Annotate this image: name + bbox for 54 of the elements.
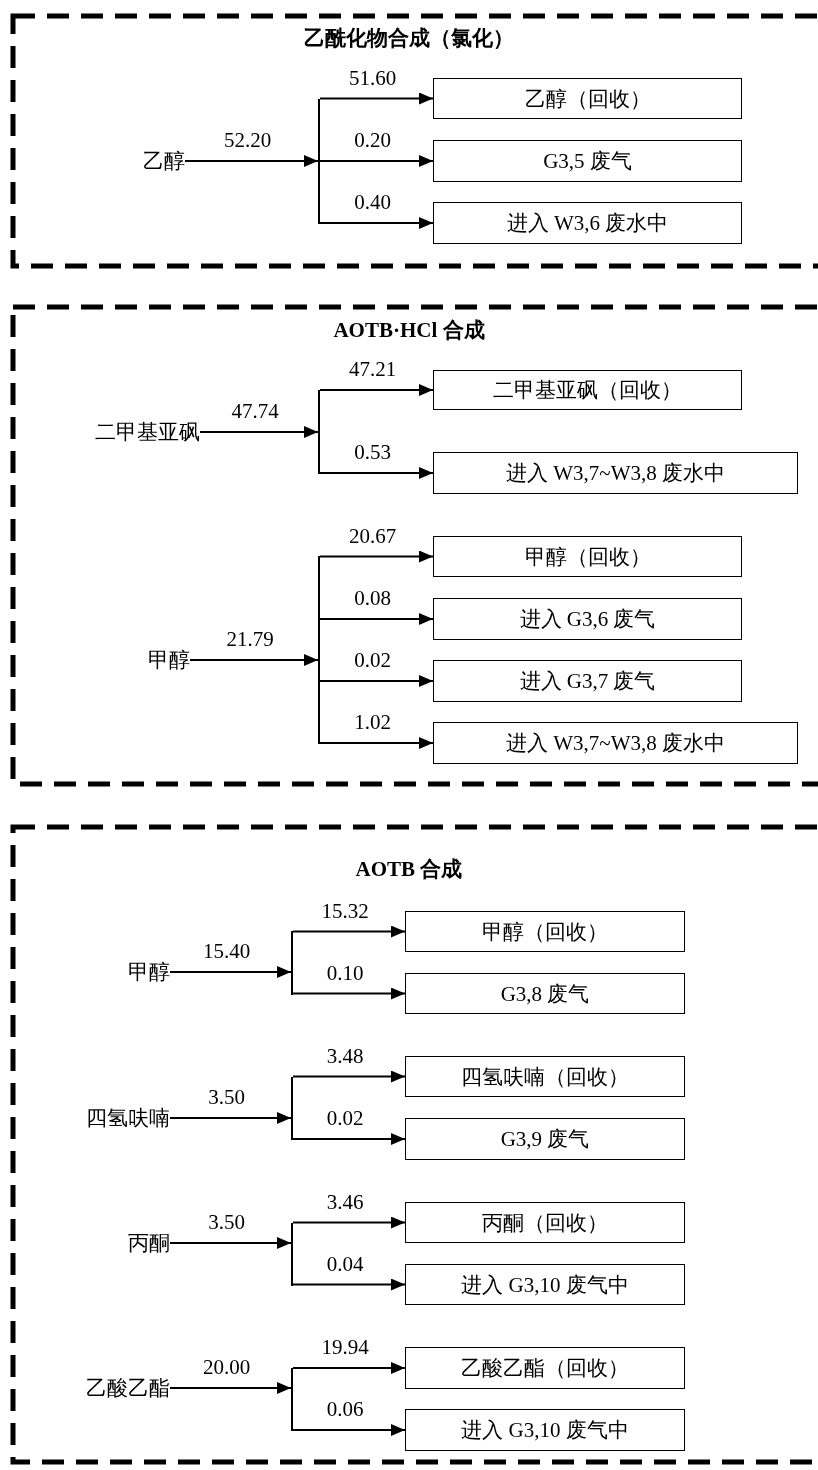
- material-label: 乙酸乙酯: [40, 1373, 170, 1403]
- material-label: 四氢呋喃: [40, 1103, 170, 1133]
- flow-arrow: [199, 426, 319, 438]
- output-box: 甲醇（回收）: [405, 911, 685, 952]
- output-box: 进入 G3,10 废气中: [405, 1264, 685, 1305]
- output-box: G3,5 废气: [433, 140, 742, 182]
- flow-arrow: [169, 1237, 292, 1249]
- output-box: 进入 G3,10 废气中: [405, 1409, 685, 1451]
- panel-title: AOTB 合成: [354, 856, 464, 882]
- flow-arrow: [319, 613, 434, 625]
- flow-arrow: [319, 675, 434, 687]
- output-box: 乙醇（回收）: [433, 78, 742, 119]
- material-label: 丙酮: [50, 1228, 170, 1258]
- flow-arrow: [292, 1362, 406, 1374]
- output-box: 甲醇（回收）: [433, 536, 742, 577]
- flow-arrow: [319, 467, 434, 479]
- output-box: G3,9 废气: [405, 1118, 685, 1160]
- output-box: 进入 G3,7 废气: [433, 660, 742, 702]
- flow-arrow: [319, 155, 434, 167]
- flow-arrow: [189, 654, 319, 666]
- flow-arrow: [292, 1133, 406, 1145]
- output-box: 进入 W3,7~W3,8 废水中: [433, 452, 798, 494]
- flow-arrow: [292, 1424, 406, 1436]
- flow-arrow: [292, 1278, 406, 1291]
- flow-arrow: [292, 987, 406, 1000]
- flow-arrow: [319, 737, 434, 749]
- dashed-group-panel: [13, 827, 818, 1462]
- material-label: 二甲基亚砜: [60, 417, 200, 447]
- flow-arrow: [292, 1070, 406, 1083]
- output-box: 进入 W3,6 废水中: [433, 202, 742, 244]
- material-label: 乙醇: [95, 146, 185, 176]
- flow-arrow: [319, 550, 434, 563]
- output-box: 二甲基亚砜（回收）: [433, 370, 742, 410]
- flow-arrow: [184, 155, 319, 167]
- output-box: 进入 G3,6 废气: [433, 598, 742, 640]
- panel-title: AOTB·HCl 合成: [332, 317, 486, 343]
- output-box: 进入 W3,7~W3,8 废水中: [433, 722, 798, 764]
- flow-arrow: [319, 92, 434, 105]
- flow-arrow: [319, 384, 434, 396]
- flow-arrow: [169, 1112, 292, 1124]
- output-box: G3,8 废气: [405, 973, 685, 1014]
- flow-arrow: [292, 1216, 406, 1229]
- output-box: 乙酸乙酯（回收）: [405, 1347, 685, 1389]
- flow-arrow: [169, 1382, 292, 1394]
- output-box: 四氢呋喃（回收）: [405, 1056, 685, 1097]
- material-label: 甲醇: [100, 645, 190, 675]
- output-box: 丙酮（回收）: [405, 1202, 685, 1243]
- dashed-group-panel: [13, 16, 818, 266]
- material-label: 甲醇: [50, 957, 170, 987]
- dashed-group-panel: [13, 307, 818, 784]
- flow-arrow: [319, 217, 434, 229]
- flow-arrow: [292, 925, 406, 938]
- flow-arrow: [169, 966, 292, 978]
- panel-title: 乙酰化物合成（氯化）: [303, 25, 515, 51]
